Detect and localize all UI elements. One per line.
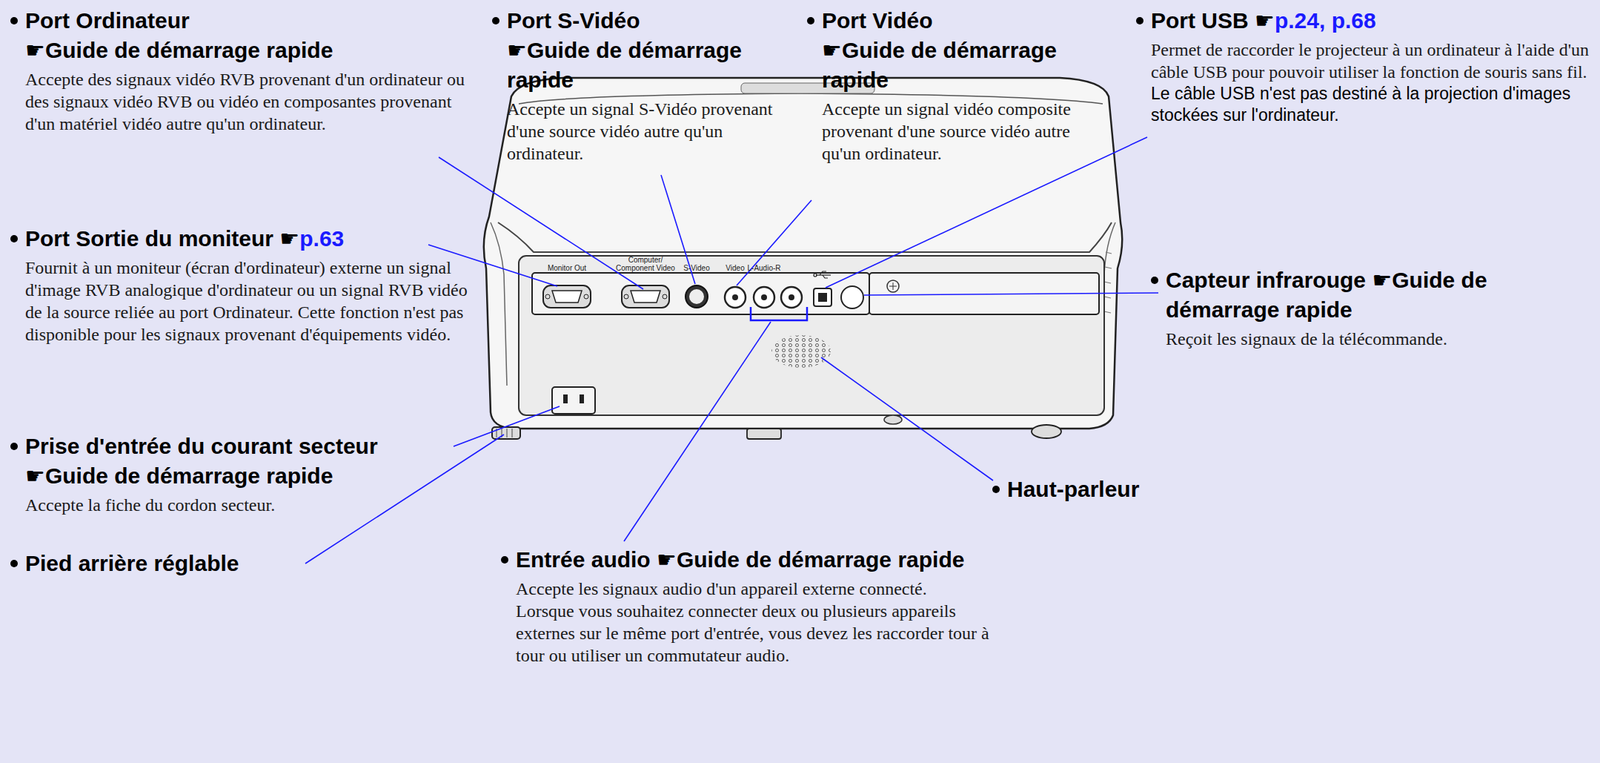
- reference-text: Guide de démarrage rapide: [45, 37, 333, 63]
- pointer-symbol: ☛: [821, 37, 842, 63]
- bullet: [492, 17, 500, 25]
- part-name: Port USB: [1150, 8, 1249, 33]
- part-name: Capteur infrarouge: [1165, 267, 1366, 292]
- callout-heading-line: ☛Guide de démarrage rapide: [25, 460, 470, 491]
- bullet: [10, 17, 18, 25]
- vga-port: [543, 285, 591, 308]
- callout: Haut-parleur: [989, 474, 1230, 504]
- callout-heading-line: Entrée audio ☛Guide de démarrage rapide: [515, 544, 998, 575]
- reference-text: Guide de démarrage rapide: [45, 463, 333, 488]
- part-name: Port Ordinateur: [25, 8, 190, 33]
- leader-line: [864, 292, 1159, 295]
- leader-line: [623, 321, 771, 541]
- callout-heading-line: Prise d'entrée du courant secteur: [25, 431, 470, 461]
- speaker-grille: [771, 334, 831, 368]
- callout-heading-line: Port USB ☛p.24, p.68: [1150, 5, 1596, 36]
- leader-line: [821, 357, 994, 481]
- callout: Port Sortie du moniteur ☛p.63Fournit à u…: [7, 223, 470, 346]
- part-name: Port Sortie du moniteur: [25, 226, 274, 251]
- callout-heading-line: ☛Guide de démarrage rapide: [506, 35, 796, 95]
- pointer-symbol: ☛: [25, 462, 46, 489]
- projector-housing: [483, 77, 1123, 429]
- panel-label: S-Video: [674, 263, 719, 272]
- bullet: [992, 485, 1000, 493]
- rca-jacks: [724, 286, 802, 308]
- description: Accepte les signaux audio d'un appareil …: [515, 577, 998, 600]
- bullet: [10, 559, 18, 567]
- callout-heading-line: Capteur infrarouge ☛Guide de démarrage r…: [1165, 265, 1596, 325]
- vga-port: [621, 285, 670, 308]
- part-name: Entrée audio: [515, 546, 651, 572]
- description: Accepte un signal vidéo composite proven…: [821, 97, 1111, 165]
- pointer-symbol: ☛: [25, 37, 46, 63]
- part-name: Port Vidéo: [821, 8, 933, 33]
- callout-heading-line: ☛Guide de démarrage rapide: [25, 35, 470, 66]
- power-inlet: [552, 386, 596, 414]
- bullet: [10, 234, 18, 243]
- description: Reçoit les signaux de la télécommande.: [1165, 327, 1596, 350]
- bullet: [1150, 276, 1159, 284]
- usb-symbol: [813, 271, 831, 278]
- bullet: [807, 17, 815, 25]
- s-video-port: [685, 285, 708, 308]
- callout: Prise d'entrée du courant secteur☛Guide …: [7, 431, 470, 516]
- bullet: [10, 442, 18, 450]
- callout-heading-line: Port Vidéo: [821, 5, 1111, 36]
- leader-line: [438, 157, 644, 290]
- callout-heading-line: Port S-Vidéo: [506, 5, 796, 36]
- leader-line: [736, 200, 812, 286]
- page-reference: p.24, p.68: [1274, 8, 1377, 33]
- panel-label: Monitor Out: [533, 263, 601, 272]
- usb-port: [813, 288, 832, 307]
- description: Accepte la fiche du cordon secteur.: [25, 493, 470, 516]
- rear-panel: [518, 255, 1105, 416]
- port-strip: [532, 272, 870, 315]
- callout: Port Ordinateur☛Guide de démarrage rapid…: [7, 5, 470, 135]
- pointer-symbol: ☛: [1371, 266, 1392, 293]
- part-name: Prise d'entrée du courant secteur: [25, 433, 378, 458]
- bullet: [1136, 17, 1144, 25]
- rear-foot: [492, 426, 521, 439]
- callout: Entrée audio ☛Guide de démarrage rapideA…: [498, 544, 998, 667]
- reference-text: Guide de démarrage rapide: [506, 37, 742, 92]
- callout: Port S-Vidéo☛Guide de démarrage rapideAc…: [489, 5, 796, 165]
- description: Lorsque vous souhaitez connecter deux ou…: [515, 599, 998, 667]
- pointer-symbol: ☛: [506, 37, 527, 63]
- reference-text: Guide de démarrage rapide: [676, 546, 965, 572]
- pointer-symbol: ☛: [1254, 7, 1275, 34]
- callout: Capteur infrarouge ☛Guide de démarrage r…: [1147, 265, 1596, 350]
- leader-line: [453, 406, 560, 447]
- description: Accepte des signaux vidéo RVB provenant …: [25, 68, 470, 135]
- ir-sensor: [841, 286, 864, 309]
- callout: Port Vidéo☛Guide de démarrage rapideAcce…: [804, 5, 1111, 165]
- reference-text: Guide de démarrage rapide: [821, 37, 1057, 92]
- callout-heading-line: ☛Guide de démarrage rapide: [821, 35, 1111, 95]
- pointer-symbol: ☛: [279, 225, 300, 252]
- description: Le câble USB n'est pas destiné à la proj…: [1150, 83, 1596, 126]
- callout-heading-line: Port Sortie du moniteur ☛p.63: [25, 223, 470, 254]
- description: Permet de raccorder le projecteur à un o…: [1150, 38, 1596, 84]
- page-reference: p.63: [299, 226, 344, 251]
- description: Accepte un signal S-Vidéo provenant d'un…: [506, 97, 796, 165]
- panel-label: Computer/ Component Video: [615, 255, 676, 272]
- callout: Pied arrière réglable: [7, 548, 337, 579]
- panel-label: L-Audio-R: [734, 263, 794, 272]
- bullet: [500, 555, 509, 564]
- part-name: Pied arrière réglable: [25, 550, 240, 576]
- callout: Port USB ☛p.24, p.68Permet de raccorder …: [1133, 5, 1596, 126]
- callout-heading-line: Port Ordinateur: [25, 5, 470, 36]
- pointer-symbol: ☛: [656, 546, 677, 573]
- callout-heading-line: Pied arrière réglable: [25, 548, 337, 579]
- part-name: Haut-parleur: [1007, 476, 1140, 501]
- part-name: Port S-Vidéo: [506, 8, 640, 33]
- audio-bracket: [750, 306, 808, 321]
- description: Fournit à un moniteur (écran d'ordinateu…: [25, 256, 470, 346]
- callout-heading-line: Haut-parleur: [1007, 474, 1230, 504]
